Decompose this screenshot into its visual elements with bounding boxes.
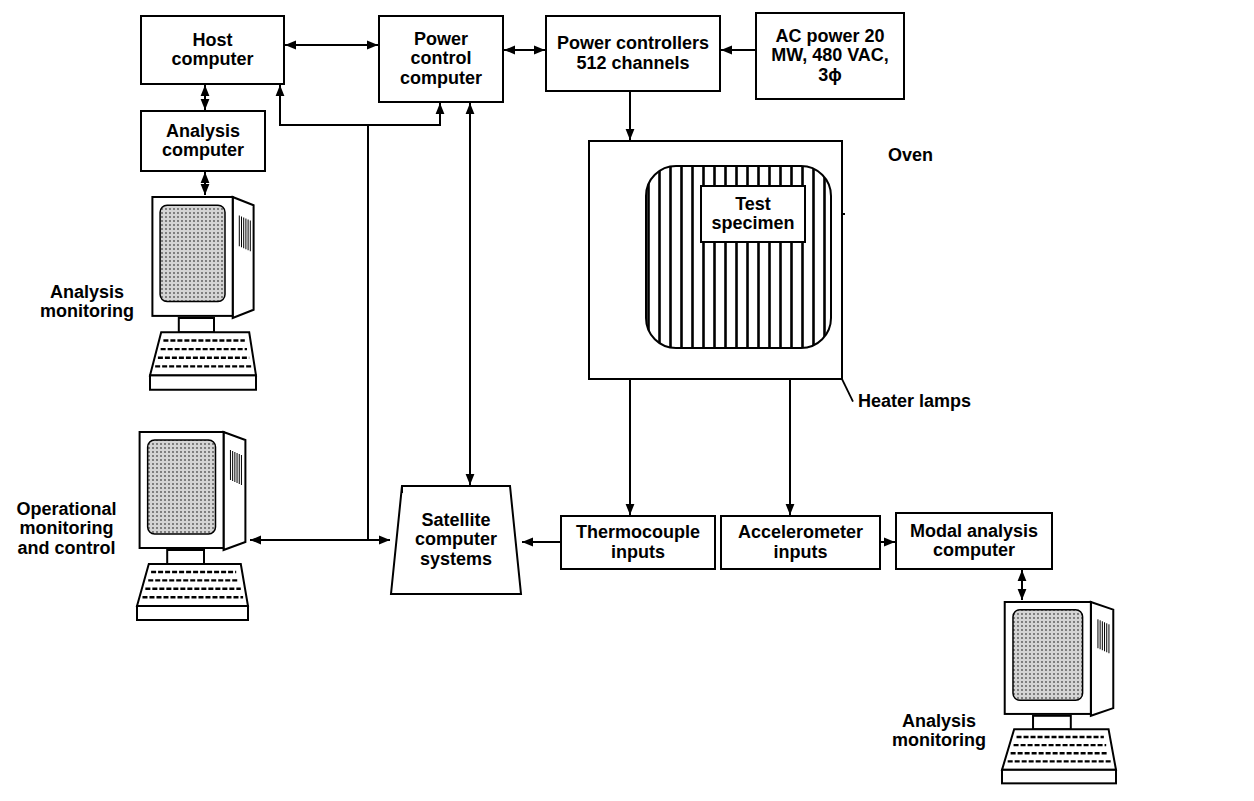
node-label: Accelerometer inputs bbox=[728, 523, 873, 562]
connector bbox=[522, 541, 560, 543]
terminal-drawing bbox=[148, 195, 258, 400]
connector bbox=[250, 85, 368, 540]
computer-box: Power controllers 512 channels bbox=[545, 15, 721, 92]
node-label: Analysis monitoring bbox=[32, 283, 142, 322]
node-label: Test specimen bbox=[708, 195, 798, 234]
text-block: Power controllers 512 channels bbox=[553, 34, 713, 73]
heater-lamps bbox=[646, 166, 831, 348]
terminal: Operational monitoring and control bbox=[135, 430, 250, 630]
connector bbox=[285, 44, 378, 46]
connector bbox=[629, 92, 631, 140]
terminal-drawing bbox=[1000, 600, 1118, 793]
computer-box: Accelerometer inputs bbox=[720, 515, 881, 570]
computer-box: Power control computer bbox=[378, 15, 504, 103]
node-label: Operational monitoring and control bbox=[4, 500, 129, 558]
connector bbox=[469, 103, 471, 485]
connector bbox=[250, 539, 390, 541]
connector bbox=[204, 172, 206, 195]
node-label: Host computer bbox=[163, 31, 263, 70]
callout-label: Heater lamps bbox=[858, 392, 971, 411]
terminal-drawing bbox=[135, 430, 250, 630]
text-block: Power control computer bbox=[386, 30, 496, 88]
computer-box: Host computer bbox=[140, 15, 285, 85]
oven-drawing bbox=[588, 140, 843, 380]
node-label: Modal analysis computer bbox=[903, 522, 1045, 561]
node-label: Power controllers 512 channels bbox=[553, 34, 713, 73]
text-block: AC power 20 MW, 480 VAC, 3ϕ bbox=[770, 27, 890, 85]
terminal: Analysis monitoring bbox=[148, 195, 258, 400]
connector bbox=[250, 103, 440, 540]
computer-box: Modal analysis computer bbox=[895, 512, 1053, 570]
text-block: Test specimen bbox=[708, 195, 798, 234]
text-block: Thermocouple inputs bbox=[568, 523, 708, 562]
connector bbox=[204, 85, 206, 110]
node-label: Power control computer bbox=[386, 30, 496, 88]
computer-box: Analysis computer bbox=[140, 110, 266, 172]
node-label: Analysis monitoring bbox=[884, 712, 994, 751]
oven: Test specimenOven bbox=[588, 140, 843, 380]
text-block: Analysis computer bbox=[148, 122, 258, 161]
text-block: Host computer bbox=[163, 31, 263, 70]
connector bbox=[721, 49, 755, 51]
connector bbox=[1021, 570, 1023, 600]
text-block: Satellite computer systems bbox=[406, 511, 506, 569]
text-block: Modal analysis computer bbox=[903, 522, 1045, 561]
node-label: Oven bbox=[888, 146, 933, 165]
connector bbox=[789, 380, 791, 515]
node-label: Satellite computer systems bbox=[406, 511, 506, 569]
node-label: Thermocouple inputs bbox=[568, 523, 708, 562]
computer-box: AC power 20 MW, 480 VAC, 3ϕ bbox=[755, 12, 905, 100]
connector bbox=[629, 380, 631, 515]
connector bbox=[881, 541, 895, 543]
node-label: Analysis computer bbox=[148, 122, 258, 161]
computer-box: Thermocouple inputs bbox=[560, 515, 716, 570]
satellite-box: Satellite computer systems bbox=[390, 485, 522, 595]
node-label: AC power 20 MW, 480 VAC, 3ϕ bbox=[770, 27, 890, 85]
test-specimen: Test specimen bbox=[700, 185, 806, 243]
terminal: Analysis monitoring bbox=[1000, 600, 1118, 793]
text-block: Accelerometer inputs bbox=[728, 523, 873, 562]
connector bbox=[504, 49, 545, 51]
